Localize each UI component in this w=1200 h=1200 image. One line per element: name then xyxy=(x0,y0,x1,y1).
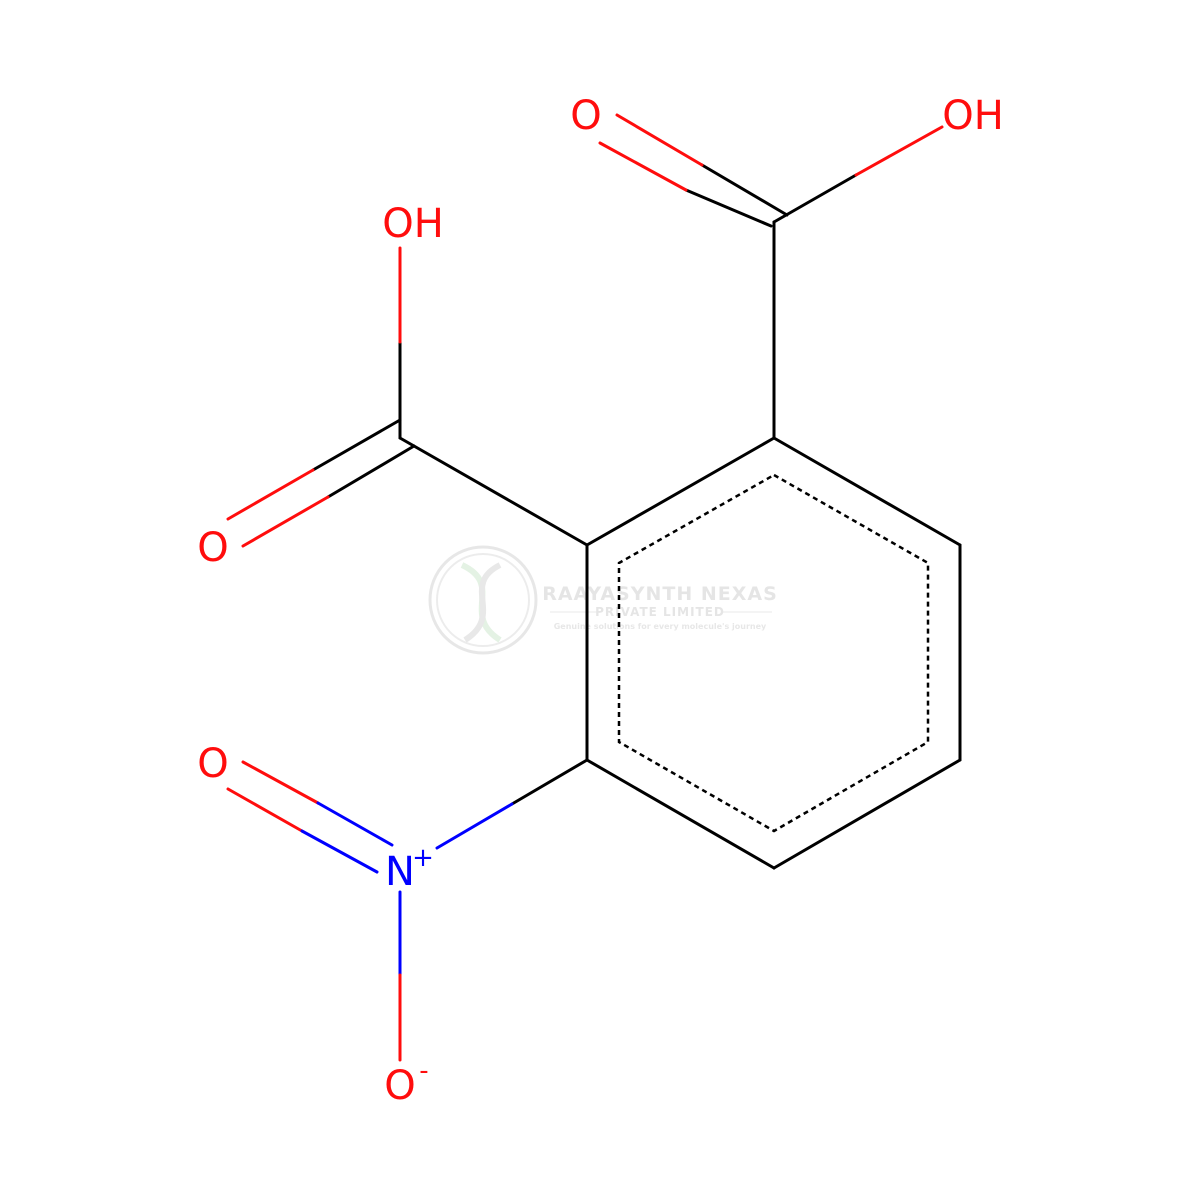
bond-c-o-top-red-a xyxy=(615,113,704,167)
bond-ring-to-n-dark xyxy=(510,758,589,806)
bond-ring-to-n-blue xyxy=(435,802,514,850)
ring-bond-c1-c2 xyxy=(772,436,962,547)
bond-n-o-top-blue-b xyxy=(300,829,379,874)
ring-bond-c4-c5 xyxy=(585,758,776,870)
ring-bond-c6-c1 xyxy=(585,436,776,547)
bond-c-o-left-dark-a xyxy=(311,418,402,472)
atom-o-carbonyl-top: O xyxy=(570,93,601,139)
atom-oh-left: OH xyxy=(382,201,444,247)
atom-n-nitro: N xyxy=(385,849,415,895)
charge-plus-nitrogen: + xyxy=(412,843,434,873)
atom-o-nitro-bottom: O xyxy=(384,1063,415,1109)
bond-c-oh-top-red xyxy=(854,125,944,177)
bond-n-o-top-red-a xyxy=(241,760,320,805)
bond-n-o-top-blue-a xyxy=(316,801,394,847)
bond-c-o-left-red-a xyxy=(226,468,315,521)
watermark-helix-strand-icon xyxy=(463,562,502,643)
atom-oh-top: OH xyxy=(942,93,1004,139)
atom-labels: O OH OH O O N + O - xyxy=(197,93,1004,1109)
watermark-tagline: Genuine solutions for every molecule's j… xyxy=(554,622,767,631)
aromatic-inner-ring xyxy=(617,473,930,833)
benzene-ring xyxy=(585,436,962,870)
bond-c-o-top-red-b xyxy=(598,141,688,192)
bond-n-o-top-red-b xyxy=(226,787,304,833)
bond-c-o-left-red-b xyxy=(241,495,330,548)
watermark-logo-ring xyxy=(428,545,538,655)
watermark: RAAYASYNTH NEXAS PRIVATE LIMITED Genuine… xyxy=(428,545,778,655)
bond-c-o-top-dark-a xyxy=(700,163,789,217)
charge-minus-oxygen: - xyxy=(419,1056,428,1086)
bond-c-o-left-dark-b xyxy=(326,444,416,499)
watermark-title: RAAYASYNTH NEXAS xyxy=(542,583,778,605)
carboxyl-group-left xyxy=(226,246,589,548)
watermark-subtitle: PRIVATE LIMITED xyxy=(595,605,725,619)
bond-ring-to-carboxyl-left xyxy=(398,436,589,547)
ring-bond-c3-c4 xyxy=(772,758,962,870)
watermark-logo-inner-ring xyxy=(436,553,530,647)
bond-c-o-top-dark-b xyxy=(684,188,773,228)
carboxyl-group-top xyxy=(598,113,944,440)
atom-o-nitro-top: O xyxy=(197,741,228,787)
nitro-group xyxy=(226,758,589,1062)
atom-o-carbonyl-left: O xyxy=(197,525,228,571)
